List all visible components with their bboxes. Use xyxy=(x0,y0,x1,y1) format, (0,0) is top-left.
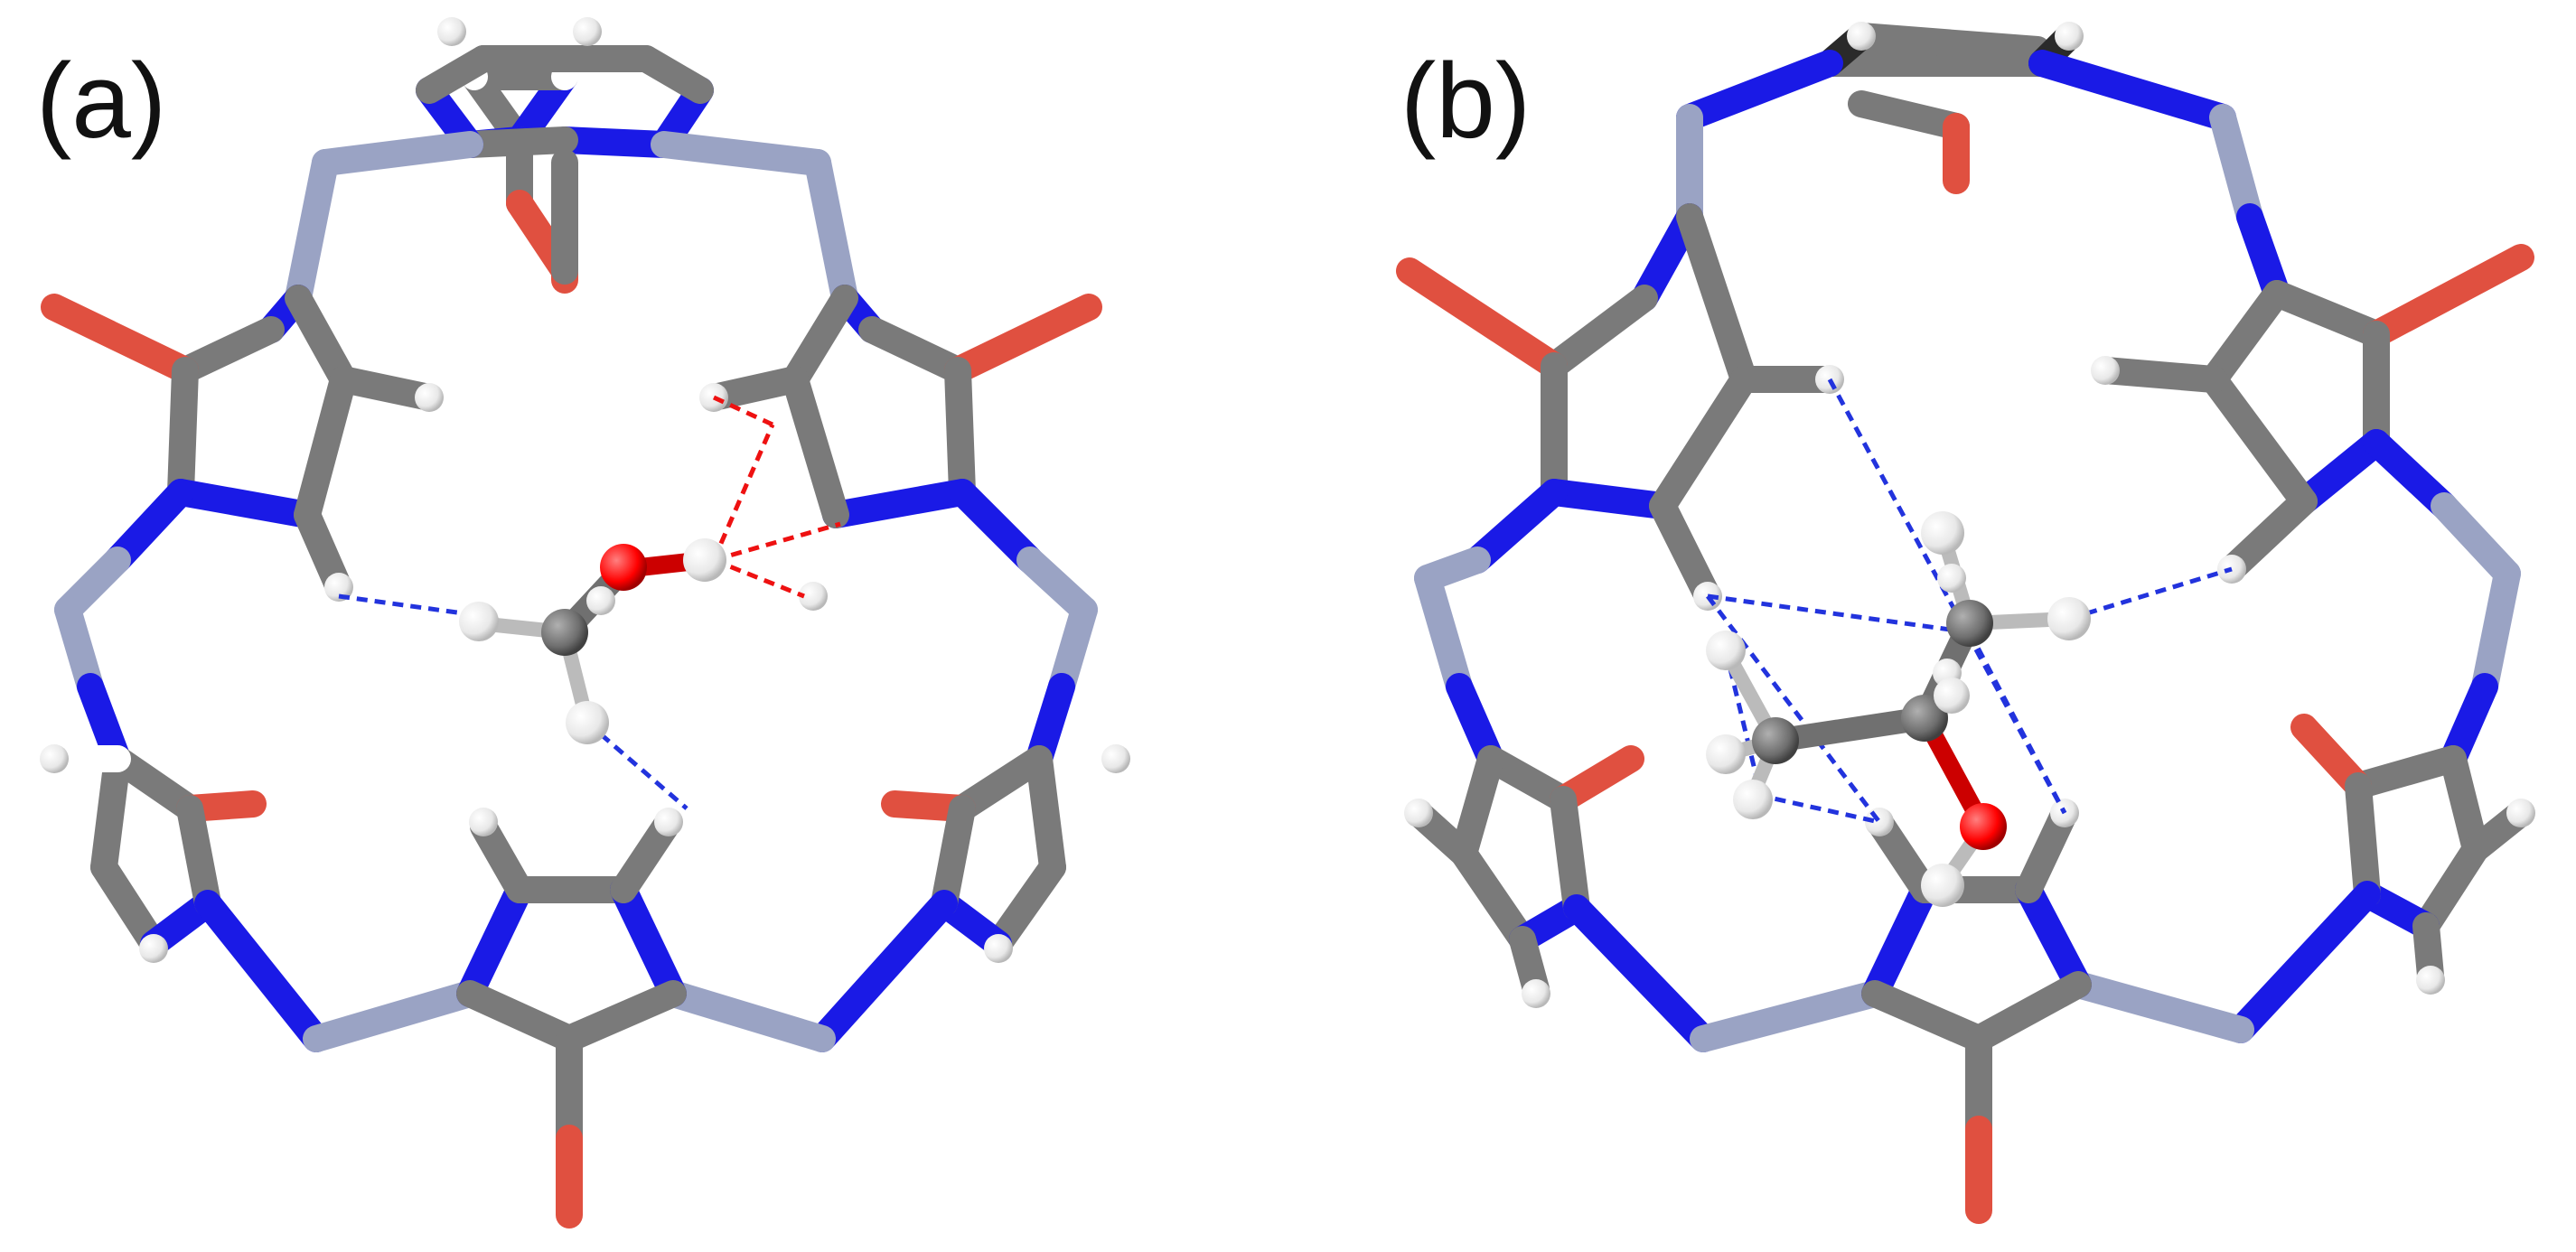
ch-contact-line xyxy=(2068,566,2233,621)
guest-hydrogen-atom xyxy=(566,701,609,744)
oh-contact-line xyxy=(713,557,805,599)
guest-hydrogen-atom xyxy=(683,538,726,582)
guest-carbon-atom xyxy=(1752,717,1799,764)
ch-contact-line xyxy=(1707,593,1971,635)
ch-contact-line xyxy=(1706,594,1881,824)
oh-contact-line xyxy=(713,521,841,563)
guest-hydrogen-atom xyxy=(586,586,615,615)
oh-contact-line xyxy=(712,395,774,427)
panel-b-host-hydrogens xyxy=(1404,22,2535,1008)
guest-hydrogen-atom xyxy=(1706,631,1746,670)
panel-b-host-macrocycle xyxy=(1396,23,2534,1224)
guest-hydrogen-atom xyxy=(1937,564,1966,593)
oh-contact-line xyxy=(711,424,775,561)
guest-hydrogen-atom xyxy=(1706,734,1746,774)
guest-hydrogen-atom xyxy=(2047,597,2091,640)
ch-contact-line xyxy=(338,593,471,617)
guest-carbon-atom xyxy=(541,609,588,656)
ch-contact-line xyxy=(1756,792,1880,825)
panel-a-label: (a) xyxy=(36,42,166,161)
panel-a-contacts xyxy=(338,395,841,810)
ch-contact-line xyxy=(585,721,688,810)
guest-hydrogen-atom xyxy=(1921,864,1964,907)
ch-contact-line xyxy=(1967,631,2067,815)
guest-hydrogen-atom xyxy=(459,602,499,641)
guest-carbon-atom xyxy=(1946,600,1993,647)
panel-b-guest-alcohol xyxy=(1706,511,2091,907)
guest-carbon-atom xyxy=(1901,695,1948,742)
panel-b: (b) xyxy=(1396,22,2535,1224)
panel-a-host-hydrogens xyxy=(40,17,1130,963)
guest-hydrogen-atom xyxy=(1934,677,1970,714)
guest-oxygen-atom xyxy=(1960,803,2007,850)
guest-hydrogen-atom xyxy=(1733,780,1773,819)
ch-contact-line xyxy=(1827,378,2067,815)
panel-a-host-macrocycle xyxy=(41,18,1102,1229)
panel-a-guest-methanol xyxy=(459,538,726,744)
guest-hydrogen-atom xyxy=(1921,511,1964,555)
panel-a: (a) xyxy=(36,17,1130,1229)
panel-b-label: (b) xyxy=(1400,42,1531,161)
guest-oxygen-atom xyxy=(600,544,647,591)
